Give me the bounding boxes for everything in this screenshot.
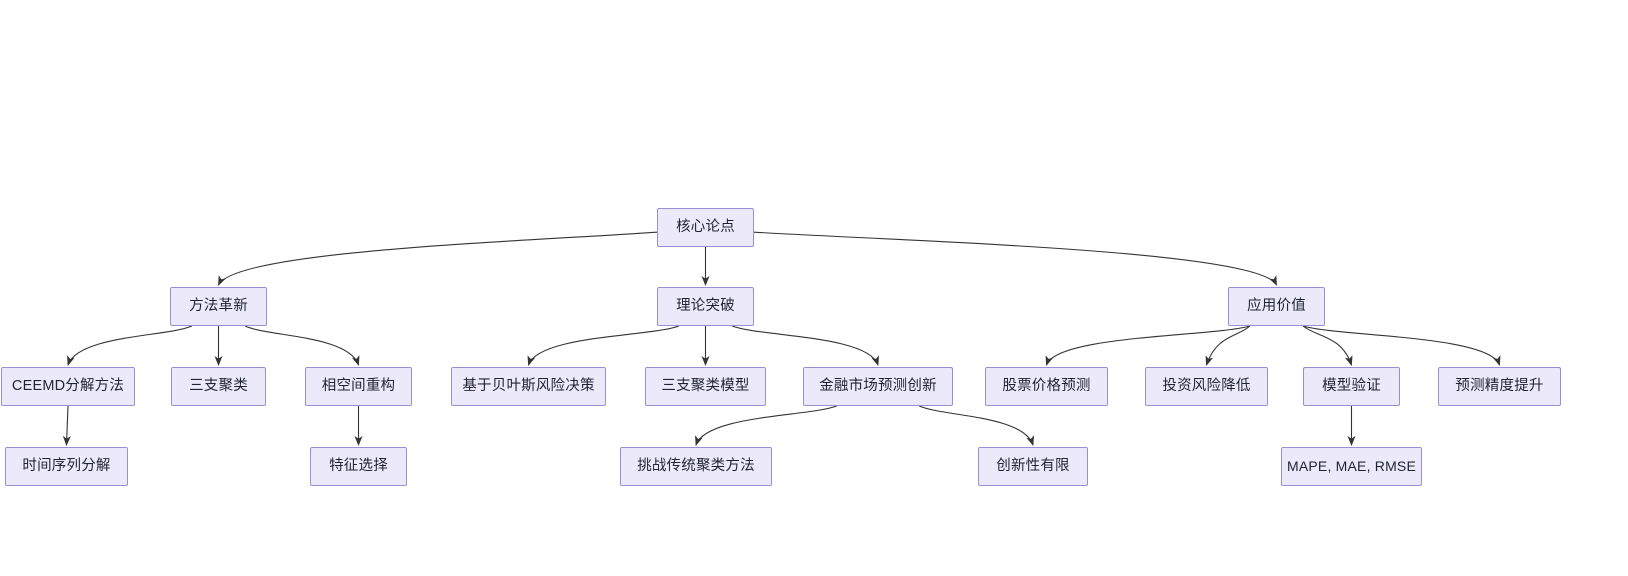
flow-edge [753,231,1277,286]
flow-edge [62,405,71,446]
flow-node-label: 应用价值 [1247,297,1306,314]
flow-edge [1303,325,1501,366]
flow-node[interactable]: CEEMD分解方法 [1,367,135,406]
flow-node[interactable]: 应用价值 [1228,287,1325,326]
flow-node-label: 核心论点 [676,218,735,235]
flow-node[interactable]: 方法革新 [170,287,267,326]
flow-node-label: MAPE, MAE, RMSE [1286,458,1417,475]
flow-node-label: 三支聚类模型 [661,377,750,394]
flow-node-label: 预测精度提升 [1455,377,1544,394]
flow-node-label: 三支聚类 [189,377,248,394]
flow-node[interactable]: 基于贝叶斯风险决策 [451,367,606,406]
flow-edge [695,405,837,446]
flow-edge [244,325,360,366]
flow-node[interactable]: 特征选择 [310,447,407,486]
flow-node-label: 创新性有限 [996,457,1070,474]
flow-node[interactable]: 股票价格预测 [985,367,1108,406]
flow-node-label: 挑战传统聚类方法 [637,457,755,474]
flow-node-label: 特征选择 [329,457,388,474]
flow-node[interactable]: 核心论点 [657,208,754,247]
flow-node-label: 方法革新 [189,297,248,314]
flow-node-label: 基于贝叶斯风险决策 [462,377,595,394]
flow-node-label: 股票价格预测 [1002,377,1091,394]
flow-node[interactable]: 投资风险降低 [1145,367,1268,406]
flow-edge [218,231,658,286]
flow-node[interactable]: 金融市场预测创新 [803,367,953,406]
flow-edge [919,405,1034,446]
flow-edge [67,325,193,366]
flow-node-label: 模型验证 [1322,377,1381,394]
flow-edge [1205,325,1251,366]
flow-node-label: 相空间重构 [321,377,396,394]
flow-edge [731,325,879,366]
flow-edge [527,325,680,366]
flow-node[interactable]: 相空间重构 [305,367,412,406]
flow-node[interactable]: 三支聚类模型 [645,367,766,406]
flow-edge [1045,325,1250,366]
flow-node[interactable]: MAPE, MAE, RMSE [1281,447,1422,486]
flow-node[interactable]: 创新性有限 [978,447,1088,486]
flow-node[interactable]: 三支聚类 [171,367,266,406]
flow-node-label: 理论突破 [676,297,735,314]
flow-node[interactable]: 预测精度提升 [1438,367,1561,406]
flow-node-label: 金融市场预测创新 [819,377,937,394]
flow-edge [1302,325,1353,366]
flow-node-label: CEEMD分解方法 [11,377,125,394]
flow-node-label: 投资风险降低 [1162,377,1251,394]
flow-node[interactable]: 时间序列分解 [5,447,128,486]
flow-node[interactable]: 理论突破 [657,287,754,326]
flow-node[interactable]: 挑战传统聚类方法 [620,447,772,486]
flow-node[interactable]: 模型验证 [1303,367,1400,406]
flow-node-label: 时间序列分解 [22,457,111,474]
